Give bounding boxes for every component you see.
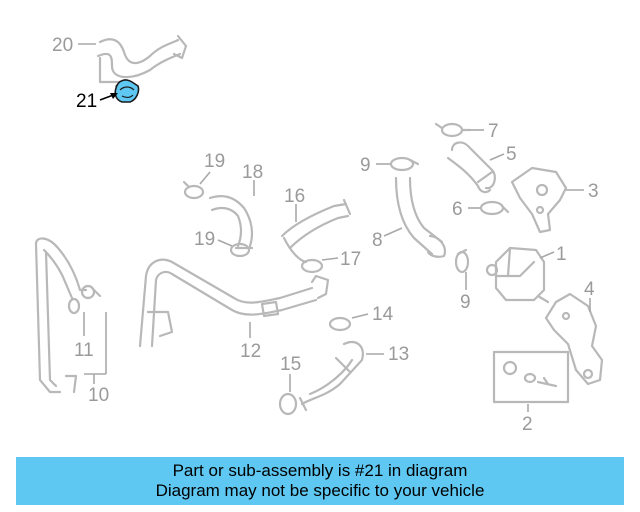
leader-21-arrow: [110, 93, 118, 99]
part-9-clamp-upper: [389, 156, 420, 172]
banner-line-2: Diagram may not be specific to your vehi…: [155, 481, 485, 500]
callout-11: 11: [74, 340, 94, 361]
callout-6: 6: [452, 199, 463, 220]
parts-diagram: 20 21 7 5 3 6 9: [34, 34, 604, 435]
part-12-pipe: [138, 258, 330, 348]
part-18-hose: [208, 195, 254, 250]
callout-5: 5: [506, 144, 517, 165]
callout-20: 20: [52, 35, 73, 56]
callout-14: 14: [372, 304, 394, 325]
callout-19b: 19: [194, 229, 215, 250]
part-17-clamp: [300, 258, 324, 274]
leader-19a: [199, 171, 211, 185]
leader-17: [321, 257, 339, 261]
callout-16: 16: [284, 186, 305, 207]
part-8-hose: [394, 176, 446, 258]
callout-9b: 9: [460, 292, 471, 313]
part-14-clamp: [328, 316, 352, 332]
callout-9a: 9: [360, 155, 371, 176]
part-6-clamp: [479, 200, 510, 216]
part-15-clamp: [278, 392, 298, 416]
callout-2: 2: [522, 414, 533, 435]
leader-8: [383, 227, 403, 237]
part-4-bracket: [544, 292, 604, 386]
banner-line-1: Part or sub-assembly is #21 in diagram: [172, 461, 468, 480]
part-13-hose: [298, 340, 364, 412]
leader-5: [489, 153, 505, 161]
callout-10: 10: [88, 385, 109, 406]
part-2-hardware-kit: [492, 350, 570, 404]
callout-18: 18: [242, 162, 263, 183]
part-1-pump: [485, 246, 550, 304]
callout-7: 7: [488, 121, 499, 142]
info-banner: Part or sub-assembly is #21 in diagram D…: [16, 457, 624, 505]
part-3-bracket: [510, 166, 568, 234]
callout-15: 15: [280, 354, 301, 375]
callout-21: 21: [76, 91, 97, 112]
part-10-pipe-assembly: [34, 237, 102, 394]
part-9-clamp-lower: [454, 248, 470, 274]
leader-14: [351, 313, 369, 319]
callout-1: 1: [556, 244, 567, 265]
callout-17: 17: [340, 249, 361, 270]
part-19-clamp-upper: [182, 180, 205, 200]
part-11-seal: [67, 297, 81, 315]
leader-19b: [217, 239, 233, 247]
callout-8: 8: [372, 230, 383, 251]
part-19-clamp-lower: [229, 242, 251, 258]
leader-1: [539, 251, 555, 259]
callout-12: 12: [240, 341, 261, 362]
part-20-hose: [96, 34, 188, 88]
callout-4: 4: [584, 279, 595, 300]
callout-13: 13: [388, 344, 409, 365]
part-5-hose: [446, 141, 496, 194]
part-7-clamp: [434, 122, 472, 138]
part-21-clamp: [114, 79, 140, 103]
callout-19a: 19: [204, 151, 225, 172]
callout-3: 3: [588, 181, 599, 202]
